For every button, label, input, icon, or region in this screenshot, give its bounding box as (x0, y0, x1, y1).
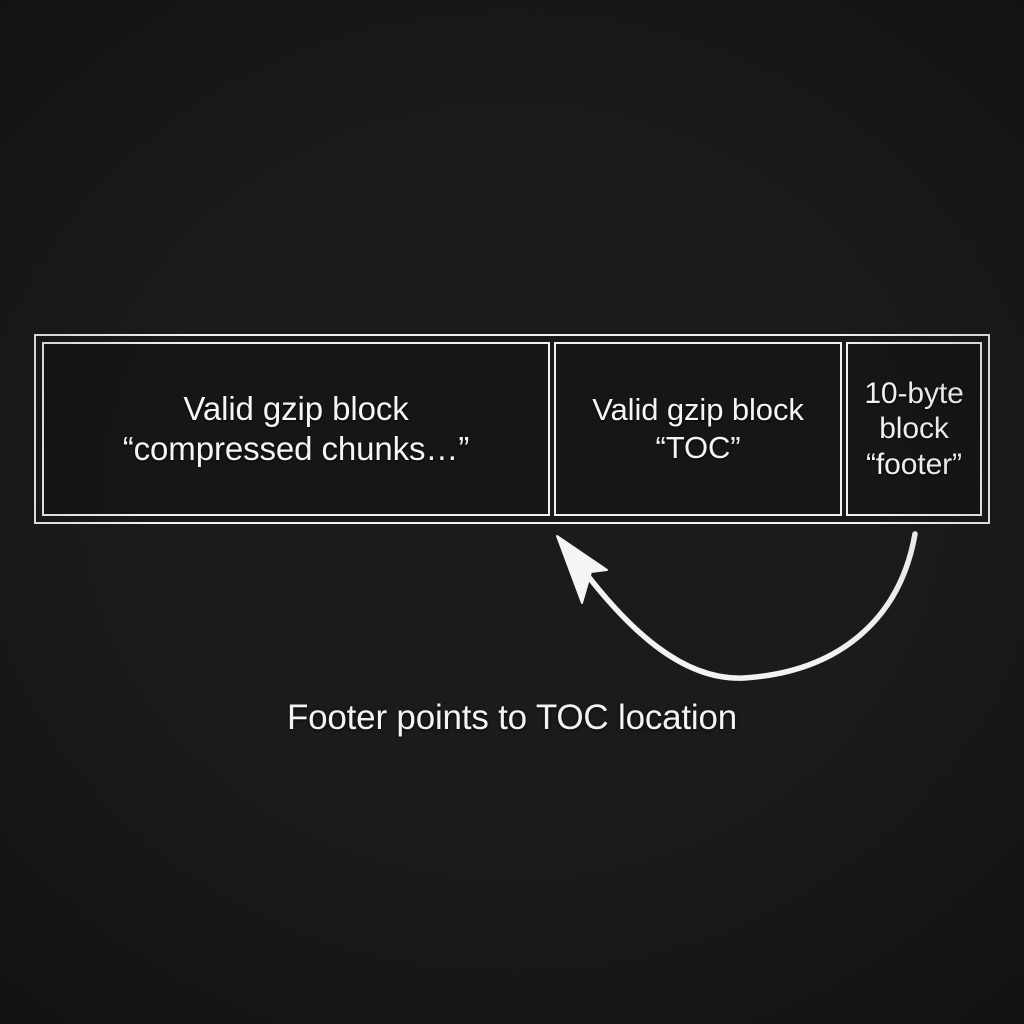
block-compressed-chunks-line1: Valid gzip block (183, 389, 409, 427)
gzip-stream-frame: Valid gzip block “compressed chunks…” Va… (34, 334, 990, 524)
annotation-caption: Footer points to TOC location (286, 698, 738, 737)
block-toc: Valid gzip block “TOC” (554, 342, 842, 516)
block-footer-line3: “footer” (866, 447, 962, 481)
block-footer: 10-byte block “footer” (846, 342, 982, 516)
block-toc-line1: Valid gzip block (592, 391, 804, 427)
arrow-curve (575, 531, 918, 681)
block-footer-line2: block (879, 412, 949, 446)
block-toc-line2: “TOC” (655, 430, 741, 465)
arrow-head-icon (556, 535, 608, 604)
block-footer-line1: 10-byte (864, 377, 964, 411)
block-compressed-chunks-line2: “compressed chunks…” (122, 430, 470, 467)
block-compressed-chunks: Valid gzip block “compressed chunks…” (42, 342, 550, 516)
